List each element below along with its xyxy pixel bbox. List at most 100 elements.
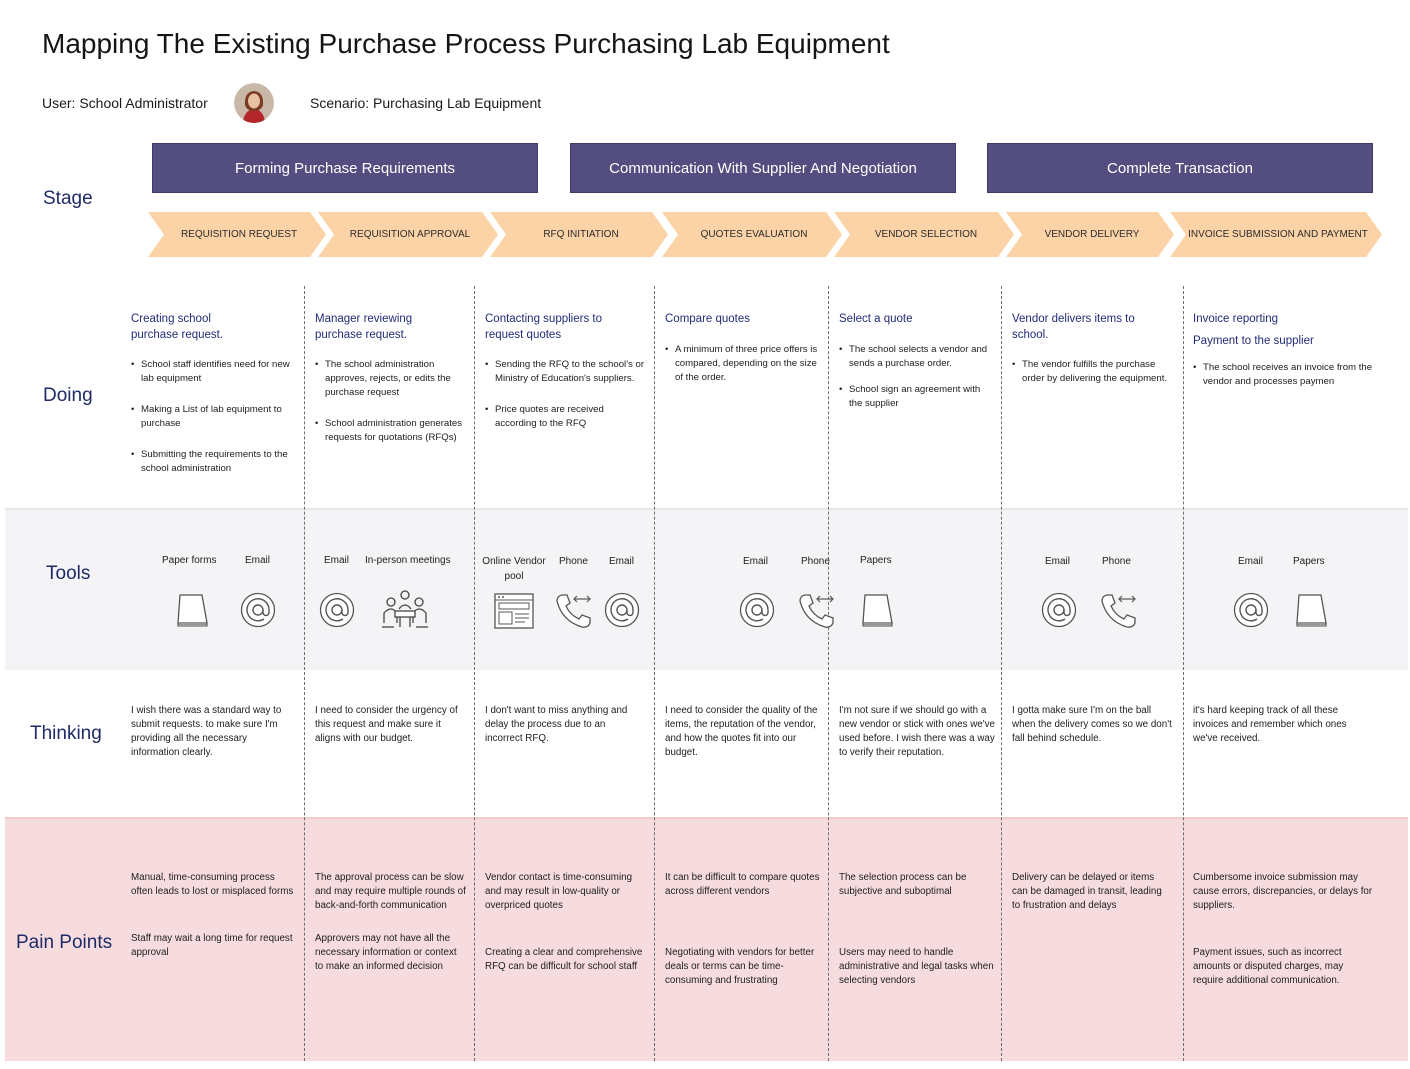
pain-point: Negotiating with vendors for better deal… (665, 947, 815, 986)
doing-cell-rfq-initiation: Contacting suppliers to request quotes S… (485, 311, 647, 448)
pain-points-band (5, 817, 1408, 1061)
at-sign-icon (604, 592, 640, 628)
meeting-icon (382, 590, 428, 628)
tool-label: Phone (559, 556, 588, 567)
step-vendor-selection: VENDOR SELECTION (834, 212, 1014, 257)
tools-band (5, 508, 1408, 670)
pain-point: Payment issues, such as incorrect amount… (1193, 947, 1344, 986)
doing-title: Creating school purchase request. (131, 313, 224, 341)
pain-point: Delivery can be delayed or items can be … (1012, 872, 1162, 911)
doing-cell-requisition-approval: Manager reviewing purchase request. The … (315, 311, 467, 462)
step-rfq-initiation: RFQ INITIATION (490, 212, 668, 257)
tool-label: Email (245, 555, 271, 566)
column-divider (474, 286, 475, 1061)
tool-label: Email (609, 556, 635, 567)
page-title: Mapping The Existing Purchase Process Pu… (42, 28, 890, 59)
doing-bullet: The vendor fulfills the purchase order b… (1012, 358, 1174, 386)
row-label-pain-points: Pain Points (16, 932, 113, 953)
column-divider (1183, 286, 1184, 1061)
scenario-label: Scenario: Purchasing Lab Equipment (310, 95, 542, 111)
tool-label: Email (1045, 556, 1071, 567)
tool-label: Online Vendor pool (482, 556, 546, 582)
tool-label: In-person meetings (365, 555, 451, 566)
pain-point: Creating a clear and comprehensive RFQ c… (485, 947, 643, 972)
doing-title: Invoice reporting Payment to the supplie… (1193, 313, 1314, 347)
doing-bullet: The school administration approves, reje… (315, 358, 467, 400)
paper-stack-icon (862, 594, 893, 627)
paper-stack-icon (1296, 594, 1327, 627)
row-label-tools: Tools (46, 563, 91, 584)
doing-cell-requisition-request: Creating school purchase request. School… (131, 311, 296, 493)
pain-point: Users may need to handle administrative … (839, 947, 994, 986)
doing-cell-invoice-submission: Invoice reporting Payment to the supplie… (1193, 311, 1378, 406)
step-vendor-delivery: VENDOR DELIVERY (1006, 212, 1174, 257)
thinking-note: I wish there was a standard way to submi… (131, 705, 282, 758)
tool-label: Email (324, 555, 350, 566)
tool-label: Email (743, 556, 769, 567)
at-sign-icon (1041, 592, 1077, 628)
doing-cell-quotes-evaluation: Compare quotes A minimum of three price … (665, 311, 822, 402)
at-sign-icon (240, 592, 276, 628)
tool-label: Paper forms (162, 555, 217, 566)
thinking-note: I'm not sure if we should go with a new … (839, 705, 995, 758)
pain-point: Cumbersome invoice submission may cause … (1193, 872, 1373, 911)
pain-point: Staff may wait a long time for request a… (131, 933, 293, 958)
pain-point-cell: Cumbersome invoice submission may cause … (1193, 871, 1373, 1009)
doing-bullet: A minimum of three price offers is compa… (665, 343, 822, 385)
pain-point: It can be difficult to compare quotes ac… (665, 872, 820, 897)
doing-title: Manager reviewing purchase request. (315, 313, 413, 341)
doing-title: Select a quote (839, 313, 913, 325)
doing-bullet: School staff identifies need for new lab… (131, 358, 296, 386)
doing-bullet: School sign an agreement with the suppli… (839, 383, 995, 411)
pain-point-cell: Delivery can be delayed or items can be … (1012, 871, 1172, 934)
doing-bullet: Submitting the requirements to the schoo… (131, 448, 296, 476)
thinking-note: I gotta make sure I'm on the ball when t… (1012, 705, 1172, 744)
user-label: User: School Administrator (42, 95, 208, 111)
doing-bullet: Price quotes are received according to t… (485, 403, 647, 431)
paper-stack-icon (177, 594, 208, 627)
phone-transfer-icon (1101, 594, 1136, 628)
doing-cell-vendor-delivery: Vendor delivers items to school. The ven… (1012, 311, 1174, 403)
pain-point-cell: It can be difficult to compare quotes ac… (665, 871, 822, 1009)
pain-point-cell: The approval process can be slow and may… (315, 871, 467, 995)
tool-label: Papers (1293, 556, 1325, 567)
stage-forming-purchase-requirements: Forming Purchase Requirements (152, 143, 538, 193)
avatar (234, 83, 274, 123)
step-quotes-evaluation: QUOTES EVALUATION (662, 212, 842, 257)
step-requisition-request: REQUISITION REQUEST (148, 212, 326, 257)
phone-transfer-icon (799, 594, 834, 628)
at-sign-icon (1233, 592, 1269, 628)
stage-communication-with-supplier: Communication With Supplier And Negotiat… (570, 143, 956, 193)
doing-title: Vendor delivers items to school. (1012, 313, 1135, 341)
column-divider (1001, 286, 1002, 1061)
pain-point-cell: The selection process can be subjective … (839, 871, 995, 1009)
thinking-note: I need to consider the quality of the it… (665, 705, 818, 758)
at-sign-icon (319, 592, 355, 628)
doing-title: Compare quotes (665, 313, 751, 325)
column-divider (828, 286, 829, 1061)
doing-cell-vendor-selection: Select a quote The school selects a vend… (839, 311, 995, 428)
at-sign-icon (739, 592, 775, 628)
pain-point: Manual, time-consuming process often lea… (131, 872, 294, 897)
thinking-note: I need to consider the urgency of this r… (315, 705, 458, 744)
row-label-doing: Doing (43, 385, 93, 406)
step-invoice-submission-and-payment: INVOICE SUBMISSION AND PAYMENT (1170, 212, 1382, 257)
phone-transfer-icon (556, 594, 591, 628)
doing-bullet: Making a List of lab equipment to purcha… (131, 403, 296, 431)
pain-point: The approval process can be slow and may… (315, 872, 466, 911)
doing-bullet: The school receives an invoice from the … (1193, 361, 1378, 389)
pain-point: Vendor contact is time-consuming and may… (485, 872, 633, 911)
row-label-stage: Stage (43, 188, 93, 209)
pain-point-cell: Manual, time-consuming process often lea… (131, 871, 296, 981)
thinking-note: I don't want to miss anything and delay … (485, 705, 628, 744)
pain-point-cell: Vendor contact is time-consuming and may… (485, 871, 645, 995)
tool-label: Email (1238, 556, 1264, 567)
doing-bullet: The school selects a vendor and sends a … (839, 343, 995, 371)
step-requisition-approval: REQUISITION APPROVAL (318, 212, 498, 257)
tool-label: Papers (860, 555, 892, 566)
pain-point: Approvers may not have all the necessary… (315, 933, 457, 972)
thinking-note: it's hard keeping track of all these inv… (1193, 705, 1347, 744)
tool-label: Phone (1102, 556, 1131, 567)
web-page-icon (494, 593, 534, 629)
doing-title: Contacting suppliers to request quotes (485, 313, 602, 341)
